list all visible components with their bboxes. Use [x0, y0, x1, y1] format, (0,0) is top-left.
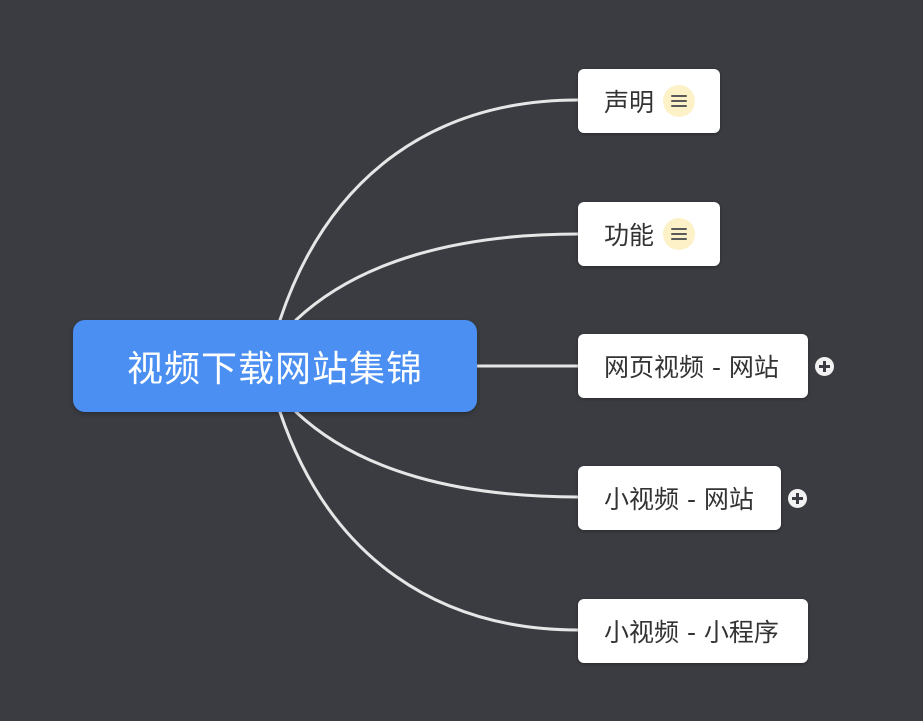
branch-label-web-video-sites: 网页视频 - 网站	[604, 353, 779, 382]
branch-label-features: 功能	[604, 221, 655, 250]
branch-node-short-video-miniprogram[interactable]: 小视频 - 小程序	[578, 599, 808, 663]
branch-label-statement: 声明	[604, 88, 655, 117]
connector-branch-2	[294, 232, 580, 322]
connector-branch-4	[294, 410, 580, 499]
root-topic-label: 视频下载网站集锦	[126, 349, 423, 390]
expand-plus-icon[interactable]	[788, 489, 807, 508]
branch-label-short-video-sites: 小视频 - 网站	[604, 485, 754, 514]
connector-branch-1	[278, 98, 580, 322]
branch-node-short-video-sites[interactable]: 小视频 - 网站	[578, 466, 781, 530]
branch-label-short-video-miniprogram: 小视频 - 小程序	[604, 618, 779, 647]
root-topic[interactable]: 视频下载网站集锦	[73, 320, 477, 412]
branch-node-statement[interactable]: 声明	[578, 69, 720, 133]
note-icon[interactable]	[663, 218, 696, 250]
note-icon[interactable]	[663, 85, 696, 117]
branch-node-web-video-sites[interactable]: 网页视频 - 网站	[578, 334, 808, 398]
connector-branch-5	[278, 410, 580, 632]
expand-plus-icon[interactable]	[815, 357, 834, 376]
branch-node-features[interactable]: 功能	[578, 202, 720, 266]
